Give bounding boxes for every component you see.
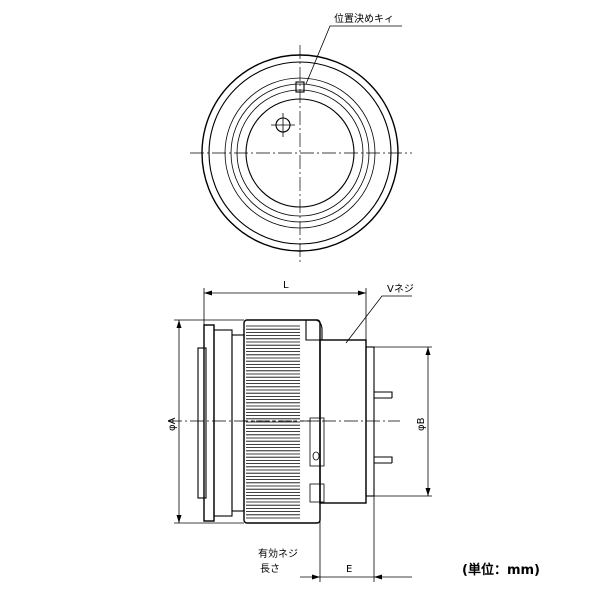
unit-label: (単位：mm) bbox=[462, 562, 540, 578]
A-arrow-top bbox=[176, 320, 182, 328]
pin-hole bbox=[271, 113, 295, 137]
thread-label: Vネジ bbox=[387, 283, 414, 295]
side-view: L Vネジ φA φB E 有効ネジ 長さ bbox=[167, 280, 432, 582]
knurl-lines bbox=[246, 325, 300, 519]
E-arrow-left bbox=[312, 574, 320, 580]
thread-leader bbox=[345, 295, 412, 344]
B-label: φB bbox=[416, 417, 427, 431]
body-slot bbox=[312, 451, 320, 461]
L-label: L bbox=[283, 280, 289, 291]
body-thread bbox=[365, 346, 375, 497]
eff-thread-label-2: 長さ bbox=[260, 563, 280, 575]
key-leader bbox=[305, 25, 402, 85]
front-view: 位置決めキィ bbox=[190, 12, 412, 262]
pins bbox=[374, 391, 393, 464]
B-arrow-bottom bbox=[425, 488, 431, 496]
L-arrow-left bbox=[204, 290, 212, 296]
shoulder-2 bbox=[231, 334, 245, 512]
E-label: E bbox=[346, 564, 352, 575]
eff-thread-label-1: 有効ネジ bbox=[258, 547, 298, 560]
nut-boss bbox=[305, 319, 323, 341]
positioning-key bbox=[295, 81, 305, 93]
L-arrow-right bbox=[358, 290, 366, 296]
A-arrow-bottom bbox=[176, 515, 182, 523]
body bbox=[319, 339, 367, 504]
A-label: φA bbox=[167, 417, 178, 431]
body-window-2 bbox=[309, 483, 325, 503]
shoulder-1 bbox=[213, 329, 233, 517]
rear-panel bbox=[197, 347, 207, 499]
B-arrow-top bbox=[425, 347, 431, 355]
body-window-1 bbox=[309, 417, 325, 467]
E-arrow-right bbox=[374, 574, 382, 580]
key-label: 位置決めキィ bbox=[334, 12, 394, 25]
